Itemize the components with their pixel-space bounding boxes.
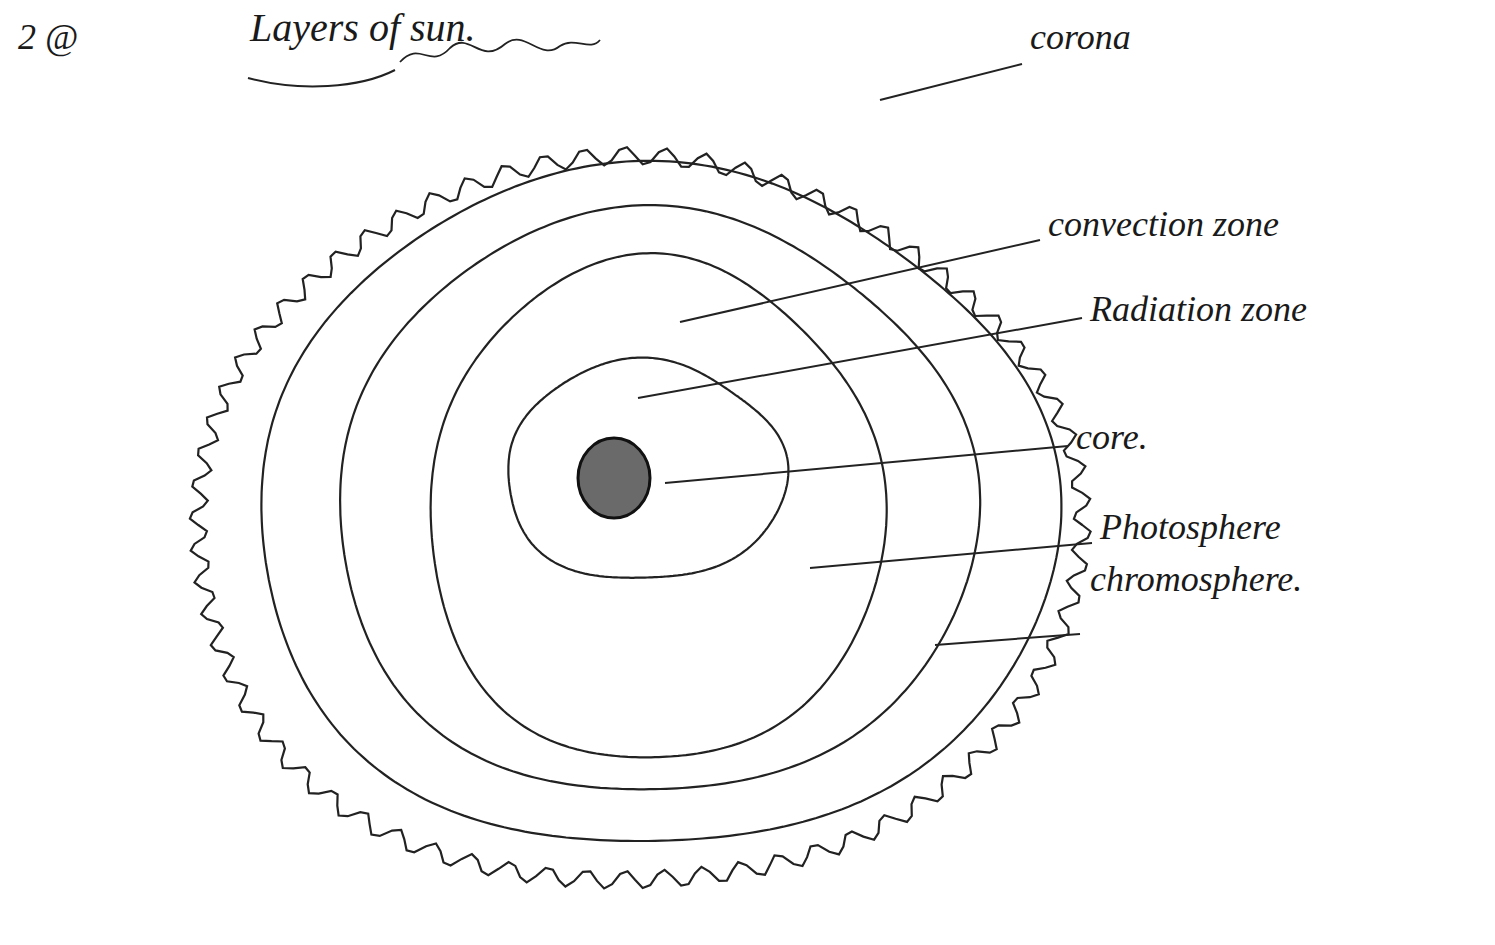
- sun-layer-outline: [340, 205, 980, 789]
- layer-label: chromosphere.: [1090, 560, 1302, 600]
- layer-label: Photosphere: [1100, 508, 1281, 548]
- leader-line: [810, 543, 1092, 568]
- layer-label: corona: [1030, 18, 1131, 58]
- sun-layer-outline: [508, 358, 788, 578]
- layer-label: convection zone: [1048, 205, 1279, 245]
- sun-layer-outline: [431, 253, 887, 757]
- title-underline: [248, 70, 395, 86]
- sun-layer-outline: [261, 161, 1061, 841]
- sun-layer-outline: [190, 147, 1091, 888]
- leader-lines: [248, 64, 1092, 645]
- core-shape: [578, 438, 650, 518]
- leader-line: [638, 318, 1082, 398]
- leader-line: [680, 240, 1040, 322]
- layer-label: core.: [1076, 418, 1148, 458]
- question-number: 2 @: [18, 18, 78, 58]
- sun-layers: [190, 147, 1091, 888]
- diagram-title: Layers of sun.: [250, 6, 476, 50]
- leader-line: [935, 634, 1080, 645]
- leader-line: [880, 64, 1022, 100]
- layer-label: Radiation zone: [1090, 290, 1307, 330]
- leader-line: [665, 446, 1068, 483]
